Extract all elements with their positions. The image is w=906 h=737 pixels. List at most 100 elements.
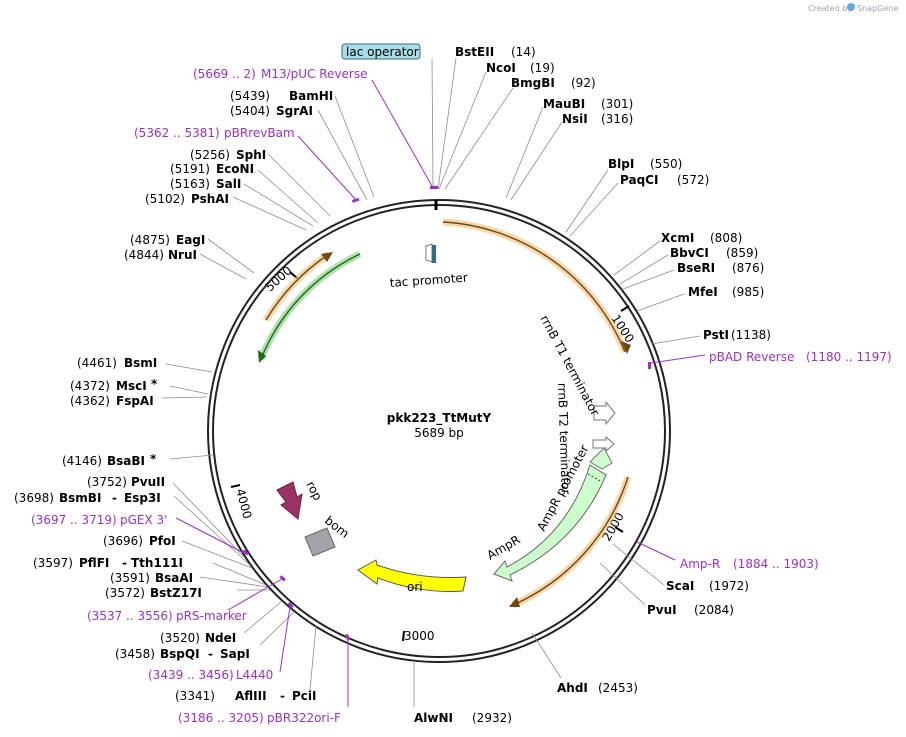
tick-label: 3000 — [404, 629, 435, 643]
enzyme-site: BseRI(876) — [677, 261, 764, 275]
primer: (3697 .. 3719)pGEX 3' — [31, 513, 167, 527]
svg-text:NcoI: NcoI — [486, 61, 516, 75]
svg-text:(4844): (4844) — [124, 248, 164, 262]
svg-text:pBAD Reverse: pBAD Reverse — [709, 350, 794, 364]
ori-feature: ori — [357, 559, 467, 594]
svg-text:BstZ17I: BstZ17I — [150, 586, 202, 600]
svg-text:-: - — [208, 647, 213, 661]
svg-text:(3520): (3520) — [160, 631, 200, 645]
svg-text:(3186 .. 3205): (3186 .. 3205) — [178, 711, 264, 725]
enzyme-site: (5256)SphI — [190, 148, 266, 162]
svg-text:(3697 .. 3719): (3697 .. 3719) — [31, 513, 117, 527]
svg-text:(3752): (3752) — [87, 475, 127, 489]
svg-text:PvuI: PvuI — [647, 603, 677, 617]
enzyme-site: AlwNI (2932) — [414, 711, 512, 725]
svg-text:(1138): (1138) — [731, 328, 771, 342]
ori-label: ori — [407, 580, 423, 594]
svg-text:(3458): (3458) — [115, 647, 155, 661]
svg-text:Amp-R: Amp-R — [680, 557, 720, 571]
primer-sites: (5669 .. 2) M13/pUC Reverse (5362 .. 5381… — [31, 67, 892, 725]
enzyme-sites-left: (3341)AflIII- PciI (3458)BspQI- SapI (35… — [14, 89, 375, 703]
svg-text:SapI: SapI — [220, 647, 250, 661]
svg-text:BbvCI: BbvCI — [670, 246, 709, 260]
primer: (3186 .. 3205)pBR322ori-F — [178, 711, 341, 725]
enzyme-site: (5404)SgrAI — [230, 104, 313, 118]
enzyme-site: (3572) BstZ17I — [105, 586, 202, 600]
svg-text:(1884 .. 1903): (1884 .. 1903) — [733, 557, 819, 571]
lac-operator-box — [341, 43, 421, 60]
svg-text:(2453): (2453) — [598, 681, 638, 695]
enzyme-site: XcmI(808) — [661, 231, 742, 245]
svg-text:MscI: MscI — [116, 379, 147, 393]
enzyme-site: BstEII(14) — [455, 45, 536, 59]
enzyme-site: MfeI(985) — [688, 285, 764, 299]
svg-text:(3698): (3698) — [14, 491, 54, 505]
svg-text:(4372): (4372) — [70, 379, 110, 393]
svg-text:EcoNI: EcoNI — [216, 162, 254, 176]
svg-text:(3591): (3591) — [110, 571, 150, 585]
svg-text:(3572): (3572) — [105, 586, 145, 600]
svg-text:Esp3I: Esp3I — [124, 491, 161, 505]
svg-text:-: - — [112, 491, 117, 505]
enzyme-site: PvuI (2084) — [647, 603, 734, 617]
enzyme-site: (4875) EagI — [130, 233, 205, 247]
enzyme-site: PstI(1138) — [703, 328, 771, 342]
svg-text:AhdI: AhdI — [557, 681, 588, 695]
enzyme-site: (3696)PfoI — [103, 534, 176, 548]
svg-text:PflFI: PflFI — [79, 556, 109, 570]
svg-text:(5362 .. 5381): (5362 .. 5381) — [134, 126, 220, 140]
enzyme-site: ScaI(1972) — [666, 579, 749, 593]
svg-text:M13/pUC Reverse: M13/pUC Reverse — [261, 67, 368, 81]
svg-text:BspQI: BspQI — [160, 647, 200, 661]
svg-text:(316): (316) — [601, 112, 633, 126]
enzyme-site: (3341)AflIII- PciI — [175, 689, 317, 703]
svg-text:(14): (14) — [511, 45, 536, 59]
svg-text:(5191): (5191) — [170, 162, 210, 176]
enzyme-site: (3698)BsmBI- Esp3I — [14, 491, 161, 505]
svg-text:(859): (859) — [726, 246, 758, 260]
svg-text:(3537 .. 3556): (3537 .. 3556) — [87, 609, 173, 623]
svg-text:AlwNI: AlwNI — [414, 711, 453, 725]
svg-text:(5669 .. 2): (5669 .. 2) — [193, 67, 256, 81]
svg-text:ScaI: ScaI — [666, 579, 694, 593]
primer: (3537 .. 3556)pRS-marker — [87, 609, 247, 623]
svg-text:(4875): (4875) — [130, 233, 170, 247]
svg-text:(5102): (5102) — [145, 192, 185, 206]
svg-text:pBR322ori-F: pBR322ori-F — [267, 711, 341, 725]
enzyme-site: BlpI(550) — [608, 157, 682, 171]
svg-text:pRS-marker: pRS-marker — [176, 609, 247, 623]
svg-text:pGEX 3': pGEX 3' — [120, 513, 167, 527]
svg-text:*: * — [151, 377, 158, 391]
svg-text:(2932): (2932) — [472, 711, 512, 725]
svg-text:(572): (572) — [677, 173, 709, 187]
primer: (5362 .. 5381) pBRrevBam — [134, 126, 295, 140]
svg-text:FspAI: FspAI — [116, 394, 154, 408]
tac-promoter-feature: tac promoter — [389, 243, 468, 290]
tick-3000: 3000 — [402, 629, 435, 643]
created-by-text: Created by — [808, 4, 852, 13]
svg-text:(3341): (3341) — [175, 689, 215, 703]
svg-text:(5256): (5256) — [190, 148, 230, 162]
enzyme-site: (3597)PflFI- Tth111I — [33, 556, 183, 570]
rop-label: rop — [303, 479, 325, 503]
svg-text:*: * — [150, 452, 157, 466]
svg-text:SalI: SalI — [216, 177, 241, 191]
svg-text:BseRI: BseRI — [677, 261, 715, 275]
svg-text:EagI: EagI — [176, 233, 205, 247]
svg-text:BsaBI: BsaBI — [107, 454, 145, 468]
enzyme-site: PaqCI(572) — [620, 173, 709, 187]
svg-text:Tth111I: Tth111I — [131, 556, 183, 570]
svg-text:NruI: NruI — [168, 248, 197, 262]
svg-text:(4146): (4146) — [62, 454, 102, 468]
primer: Amp-R (1884 .. 1903) — [680, 557, 819, 571]
primer: (5669 .. 2) M13/pUC Reverse — [193, 67, 368, 81]
svg-text:(2084): (2084) — [694, 603, 734, 617]
backbone — [207, 199, 671, 663]
svg-text:pBRrevBam: pBRrevBam — [224, 126, 295, 140]
svg-text:SgrAI: SgrAI — [276, 104, 313, 118]
enzyme-site: MauBI(301) — [543, 97, 633, 111]
svg-text:(19): (19) — [530, 61, 555, 75]
enzyme-site: (3458) BspQI- SapI — [115, 647, 250, 661]
enzyme-site: (4844) NruI — [124, 248, 197, 262]
